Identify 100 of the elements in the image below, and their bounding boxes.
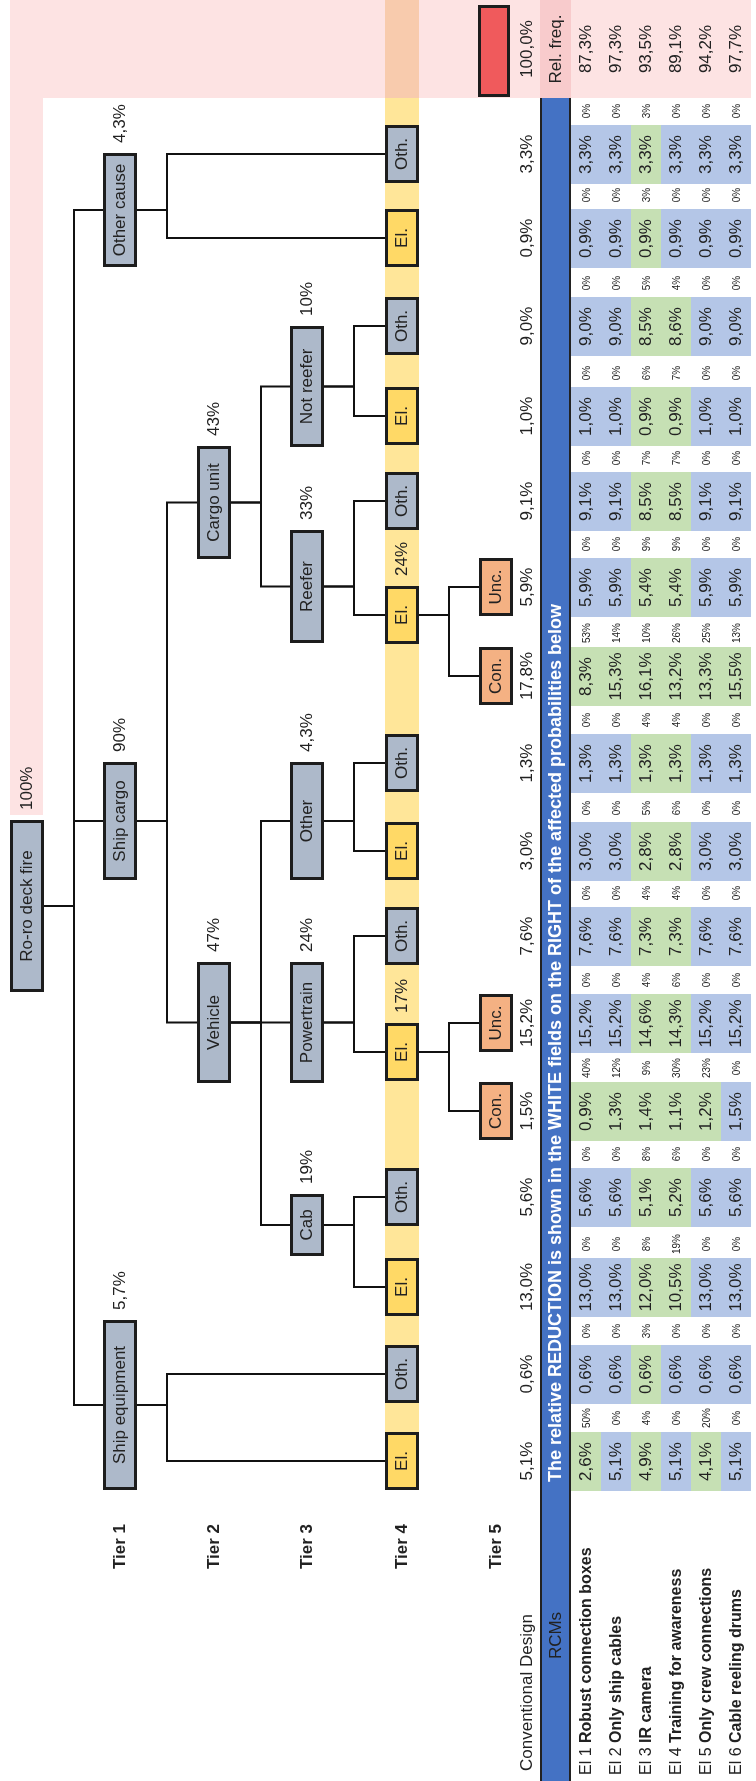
reduction-value: 0% — [729, 884, 743, 903]
reduction-value: 0% — [579, 1322, 593, 1341]
category-box: Ro-ro deck fire — [10, 820, 44, 992]
reduction-value: 0% — [579, 711, 593, 730]
reduction-value: 0% — [699, 711, 713, 730]
category-box: Other cause — [103, 153, 137, 267]
reduction-value: 6% — [669, 799, 683, 818]
category-box: Unc. — [479, 558, 513, 616]
tier-label: Tier 5 — [485, 1522, 506, 1569]
category-box: El. — [385, 1258, 419, 1316]
reduction-value: 9% — [639, 1059, 653, 1078]
category-box: Reefer — [290, 530, 324, 643]
reduction-value: 6% — [669, 971, 683, 990]
probability-cell: 0,6% — [571, 1345, 601, 1404]
reduction-value: 53% — [579, 622, 593, 645]
reduction-value: 0% — [579, 364, 593, 383]
probability-cell: 5,1% — [601, 1432, 631, 1491]
category-box: El. — [385, 1432, 419, 1490]
probability-cell: 1,3% — [691, 734, 721, 793]
category-box: El. — [385, 1023, 419, 1081]
connector-line — [323, 500, 386, 588]
reduction-value: 8% — [639, 1235, 653, 1254]
percentage-label: 100% — [16, 766, 37, 810]
reduction-value: 6% — [639, 364, 653, 383]
reduction-value: 0% — [579, 535, 593, 554]
percentage-label: 17% — [391, 978, 412, 1013]
probability-cell: 3,3% — [691, 125, 721, 184]
reduction-value: 0% — [729, 1145, 743, 1164]
probability-cell: 5,6% — [691, 1168, 721, 1227]
category-box: Con. — [479, 647, 513, 705]
probability-value: 5,9% — [515, 566, 537, 609]
reduction-value: 0% — [579, 971, 593, 990]
connector-line — [230, 385, 291, 504]
probability-cell: 5,2% — [661, 1168, 691, 1227]
probability-cell: 8,6% — [661, 297, 691, 356]
reduction-value: 7% — [669, 449, 683, 468]
reduction-value: 4% — [639, 1409, 653, 1428]
probability-cell: 13,2% — [661, 647, 691, 706]
reduction-value: 25% — [699, 622, 713, 645]
probability-cell: 0,9% — [691, 209, 721, 268]
reduction-value: 0% — [729, 535, 743, 554]
reduction-value: 4% — [639, 711, 653, 730]
probability-cell: 8,5% — [631, 297, 661, 356]
probability-cell: 3,3% — [601, 125, 631, 184]
connector-line — [323, 935, 386, 1024]
probability-cell: 0,9% — [601, 209, 631, 268]
probability-cell: 10,5% — [661, 1258, 691, 1317]
probability-cell: 3,3% — [631, 125, 661, 184]
percentage-label: 5,7% — [109, 1271, 130, 1310]
probability-cell: 5,9% — [571, 558, 601, 617]
reduction-value: 0% — [579, 1145, 593, 1164]
probability-value: 9,1% — [515, 480, 537, 523]
frequency-value: 97,3% — [601, 0, 631, 98]
percentage-label: 47% — [203, 917, 224, 952]
reduction-value: 23% — [699, 1057, 713, 1080]
connector-line — [323, 325, 386, 388]
probability-cell: 8,5% — [631, 472, 661, 531]
reduction-value: 0% — [579, 799, 593, 818]
percentage-label: 33% — [296, 485, 317, 520]
probability-cell: 12,0% — [631, 1258, 661, 1317]
probability-cell: 13,0% — [571, 1258, 601, 1317]
probability-cell: 1,3% — [631, 734, 661, 793]
connector-line — [323, 762, 386, 822]
reduction-value: 0% — [729, 274, 743, 293]
category-box: Oth. — [385, 297, 419, 355]
probability-cell: 13,0% — [721, 1258, 751, 1317]
reduction-value: 0% — [699, 186, 713, 205]
probability-cell: 13,0% — [691, 1258, 721, 1317]
reduction-value: 13% — [729, 622, 743, 645]
probability-cell: 15,2% — [721, 994, 751, 1053]
reduction-value: 8% — [639, 1145, 653, 1164]
probability-cell: 9,0% — [721, 297, 751, 356]
probability-cell: 5,6% — [601, 1168, 631, 1227]
reduction-value: 0% — [609, 711, 623, 730]
probability-cell: 13,3% — [691, 647, 721, 706]
probability-cell: 5,9% — [691, 558, 721, 617]
probability-cell: 7,6% — [721, 907, 751, 966]
probability-cell: 15,2% — [691, 994, 721, 1053]
probability-cell: 3,3% — [571, 125, 601, 184]
connector-line — [136, 153, 386, 211]
frequency-value: 89,1% — [661, 0, 691, 98]
reduction-value: 0% — [729, 449, 743, 468]
probability-cell: 15,3% — [601, 647, 631, 706]
probability-cell: 14,6% — [631, 994, 661, 1053]
frequency-value: 87,3% — [571, 0, 601, 98]
header-cell: The relative REDUCTION is shown in the WHITE fields on the RIGHT of the affected probabilities below — [540, 98, 571, 1490]
reduction-value: 0% — [699, 884, 713, 903]
reduction-value: 0% — [729, 1409, 743, 1428]
probability-cell: 0,6% — [601, 1345, 631, 1404]
connector-line — [136, 501, 198, 822]
reduction-value: 40% — [579, 1057, 593, 1080]
reduction-value: 19% — [669, 1233, 683, 1256]
probability-cell: 1,4% — [631, 1082, 661, 1141]
probability-cell: 15,5% — [721, 647, 751, 706]
header-cell: Rel. freq. — [540, 0, 571, 98]
connector-line — [418, 586, 480, 616]
probability-cell: 0,6% — [661, 1345, 691, 1404]
row-label: El 5 Only crew connections — [696, 1566, 715, 1775]
category-box: Ship equipment — [103, 1320, 137, 1490]
row-label: El 4 Training for awareness — [666, 1567, 685, 1775]
